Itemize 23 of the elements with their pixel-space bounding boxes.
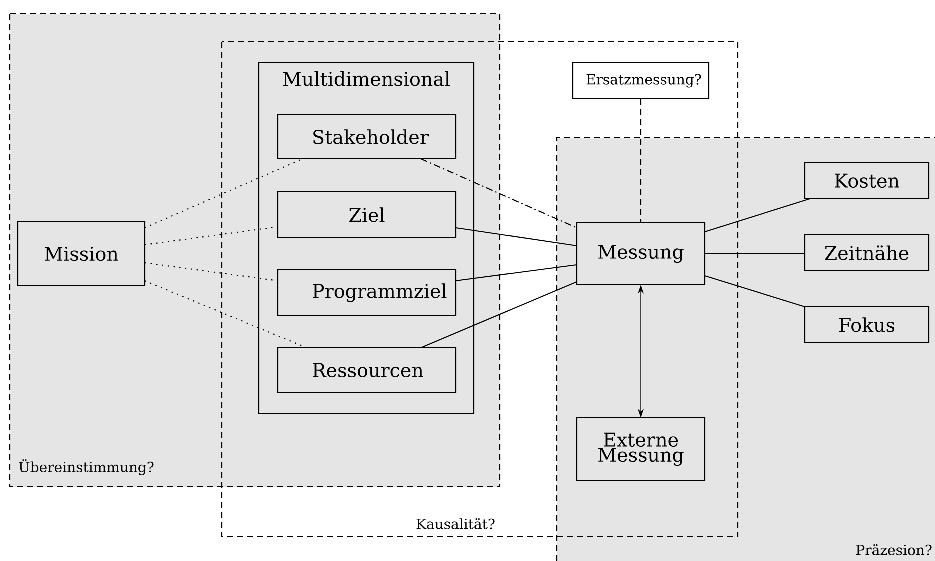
connector-line bbox=[144, 280, 308, 348]
process-box: Ziel bbox=[277, 191, 457, 239]
process-box: Externe Messung bbox=[576, 417, 706, 482]
connector-line bbox=[420, 281, 578, 348]
process-box: Kosten bbox=[804, 162, 930, 200]
connector-line bbox=[705, 253, 805, 255]
connector-line bbox=[456, 264, 578, 282]
connector-line bbox=[456, 227, 578, 247]
connector-line bbox=[144, 226, 278, 246]
connector-line bbox=[704, 275, 806, 308]
process-box: Messung bbox=[576, 222, 706, 286]
process-box: Stakeholder bbox=[277, 114, 457, 160]
connector-line bbox=[420, 158, 578, 228]
process-box: Fokus bbox=[804, 306, 930, 344]
connector-line bbox=[144, 158, 304, 228]
process-box: Programmziel bbox=[277, 269, 457, 317]
process-box: Mission bbox=[17, 221, 146, 287]
connector-line bbox=[704, 198, 810, 233]
process-box: Zeitnähe bbox=[804, 234, 930, 272]
process-box: Ressourcen bbox=[277, 347, 457, 394]
note-box: Ersatzmessung? bbox=[572, 62, 710, 100]
connector-line bbox=[640, 99, 642, 223]
connector-line bbox=[144, 262, 278, 282]
